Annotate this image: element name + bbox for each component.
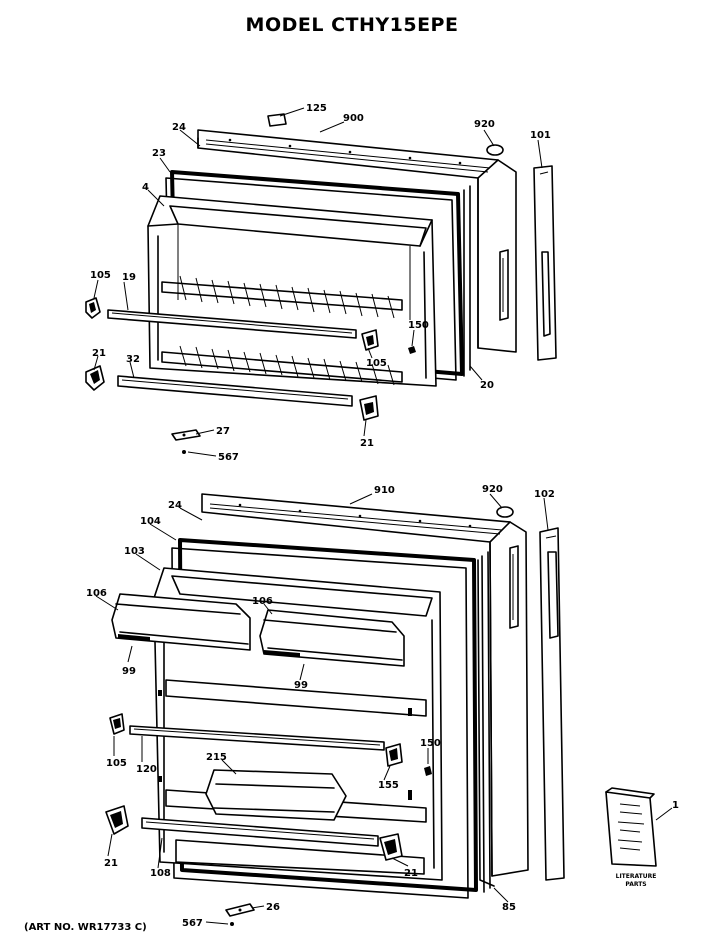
model-title: MODEL CTHY15EPE [245, 14, 459, 36]
door-screw-dots [228, 138, 462, 165]
callout-104: 104 [140, 516, 161, 527]
callout-19: 19 [122, 272, 136, 283]
callout-32: 32 [126, 354, 140, 365]
callout-20: 20 [480, 380, 494, 391]
callout-106: 106 [86, 588, 107, 599]
callout-108: 108 [150, 868, 171, 879]
callout-26: 26 [266, 902, 280, 913]
callout-155: 155 [378, 780, 399, 791]
callout-27: 27 [216, 426, 230, 437]
fresh-food-outer-door-panel [201, 493, 529, 877]
callout-21: 21 [92, 348, 106, 359]
callout-labels-lower: 910 920 24 102 104 103 106 106 99 99 105… [86, 484, 679, 929]
door-handle-101 [533, 165, 557, 361]
shelf-rail-120 [129, 725, 385, 751]
cap-920-lower [496, 506, 514, 518]
callout-4: 4 [142, 182, 149, 193]
callout-21-lower: 21 [104, 858, 118, 869]
cap-920-upper [486, 144, 504, 156]
callout-150-lower: 150 [420, 738, 441, 749]
callout-24: 24 [172, 122, 186, 133]
callout-99: 99 [122, 666, 136, 677]
callout-99b: 99 [294, 680, 308, 691]
trim-strip-85 [477, 559, 495, 887]
door-screw-dots-lower [238, 503, 472, 528]
cap-125 [267, 113, 287, 127]
callout-21c: 21 [404, 868, 418, 879]
shelf-rail-19 [107, 309, 357, 339]
callout-21b: 21 [360, 438, 374, 449]
fresh-food-door-assembly [105, 493, 565, 926]
leader-lines [93, 107, 673, 925]
callout-900: 900 [343, 113, 364, 124]
freezer-outer-door-panel [197, 129, 517, 353]
callout-150: 150 [408, 320, 429, 331]
callout-215: 215 [206, 752, 227, 763]
callout-105b: 105 [366, 358, 387, 369]
freezer-door-assembly [85, 113, 557, 454]
shelf-rail-108 [141, 817, 379, 847]
door-bin-right [259, 609, 405, 667]
callout-125: 125 [306, 103, 327, 114]
shelf-grille-lines [179, 275, 395, 386]
callout-1: 1 [672, 800, 679, 811]
hinge-27 [171, 429, 201, 441]
literature-label-line1: LITERATURE [616, 873, 657, 880]
callout-567: 567 [218, 452, 239, 463]
door-handle-102 [539, 527, 565, 881]
callout-105-lower: 105 [106, 758, 127, 769]
literature-label-line2: PARTS [625, 881, 646, 888]
dairy-bin-215 [205, 769, 347, 821]
callout-120: 120 [136, 764, 157, 775]
art-number: (ART NO. WR17733 C) [24, 922, 147, 933]
callout-106b: 106 [252, 596, 273, 607]
callout-910: 910 [374, 485, 395, 496]
callout-23: 23 [152, 148, 166, 159]
screw-567-lower [230, 922, 234, 926]
callout-labels-upper: 125 900 24 920 101 23 4 105 19 150 105 2… [90, 103, 551, 463]
callout-920: 920 [474, 119, 495, 130]
callout-24-lower: 24 [168, 500, 182, 511]
door-bin-left [111, 593, 251, 651]
callout-920-lower: 920 [482, 484, 503, 495]
shelf-rail-32 [117, 375, 353, 407]
callout-85: 85 [502, 902, 516, 913]
screw-567-upper [182, 450, 186, 454]
callout-103: 103 [124, 546, 145, 557]
literature-booklet: LITERATURE PARTS [605, 787, 657, 888]
callout-567-lower: 567 [182, 918, 203, 929]
callout-102: 102 [534, 489, 555, 500]
callout-101: 101 [530, 130, 551, 141]
callout-105: 105 [90, 270, 111, 281]
